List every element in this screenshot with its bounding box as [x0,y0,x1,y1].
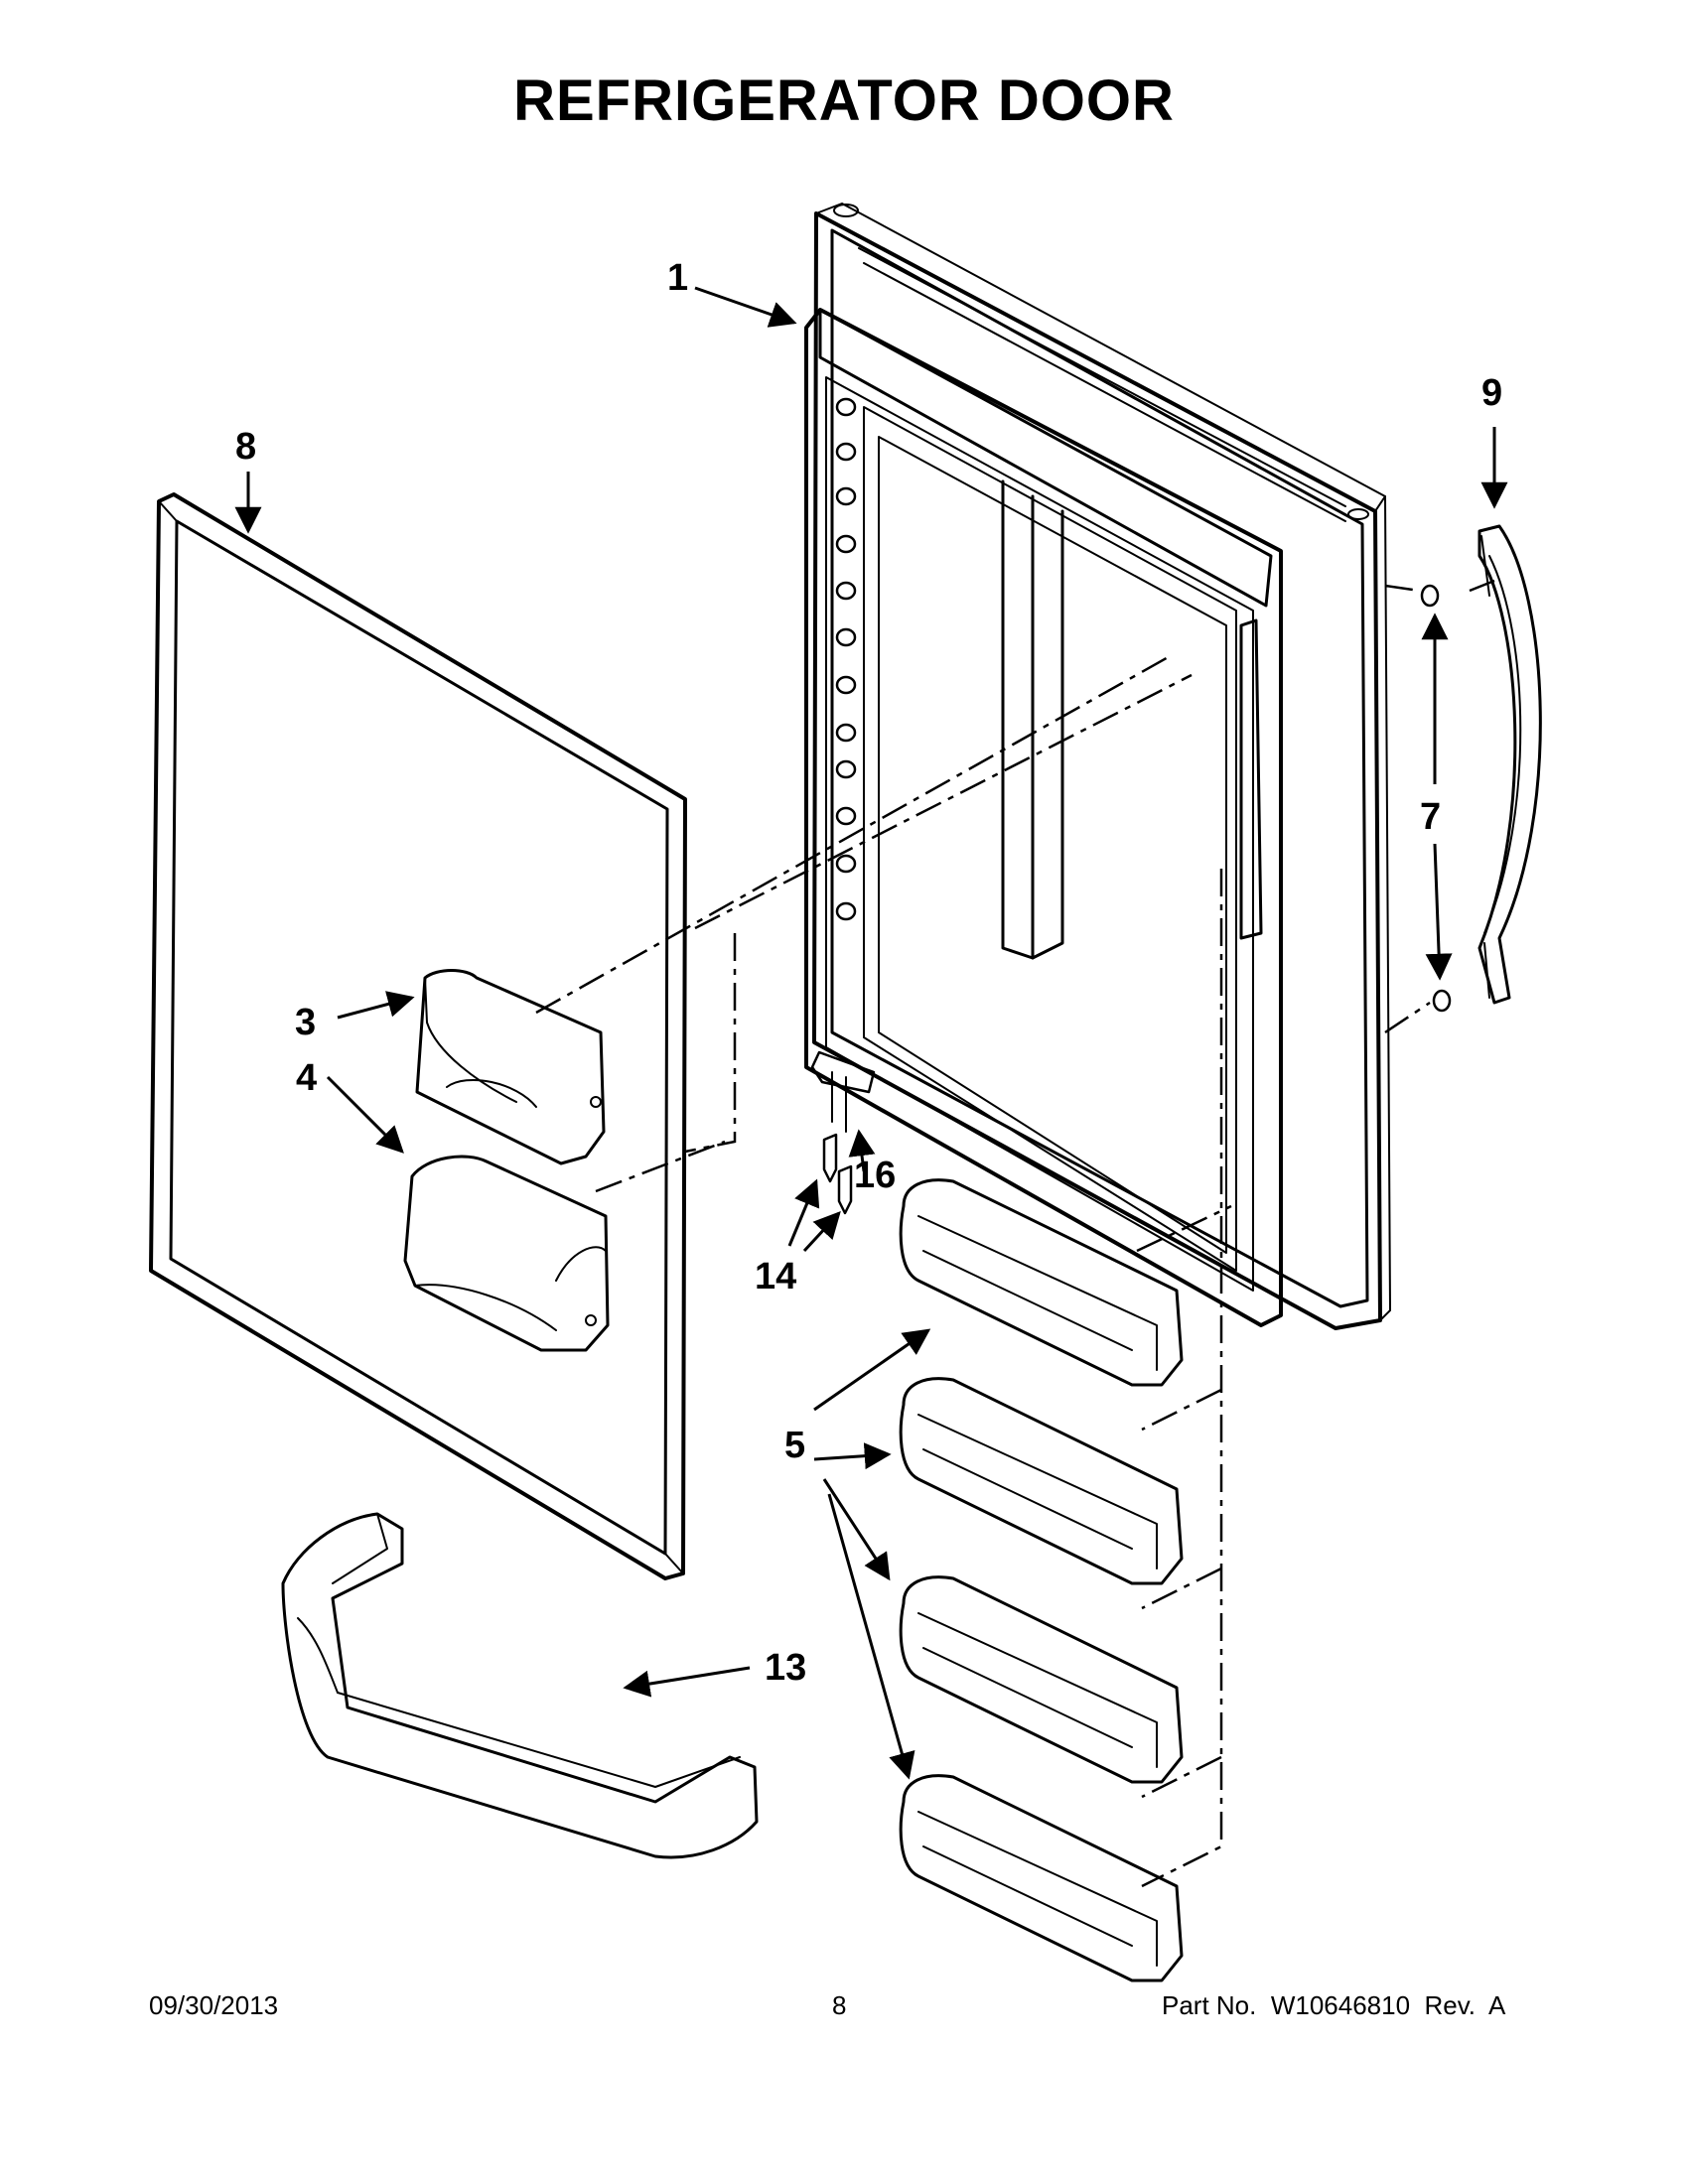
assembly-lines [535,579,1495,1888]
dispenser-bin [403,1155,610,1352]
page-title: REFRIGERATOR DOOR [513,68,1175,133]
callout-5: 5 [784,1425,805,1466]
footer-date: 09/30/2013 [149,1990,279,2020]
callout-9: 9 [1481,372,1502,414]
door-gasket [149,492,687,1580]
door-handle [1477,524,1542,1005]
handle-fasteners [1420,584,1452,1013]
callout-3: 3 [295,1002,316,1043]
callout-13: 13 [765,1647,806,1689]
footer-page-number: 8 [832,1990,847,2020]
hinge-bracket [810,1050,876,1133]
callout-4: 4 [296,1057,317,1099]
screws [822,1133,853,1215]
footer-part-number: Part No. W10646810 Rev. A [1162,1990,1506,2020]
door-bins [899,1178,1184,1982]
dispenser-cover [415,969,606,1165]
bottom-bin [281,1512,759,1859]
callout-1: 1 [667,257,688,299]
callout-16: 16 [854,1155,896,1196]
leader-arrows [234,286,1508,1780]
shelf-bumps [835,397,857,921]
callout-14: 14 [755,1256,796,1297]
door-inner-liner [804,308,1283,1327]
callout-7: 7 [1420,796,1441,838]
door-outer-frame [812,203,1391,1330]
callout-8: 8 [235,426,256,468]
